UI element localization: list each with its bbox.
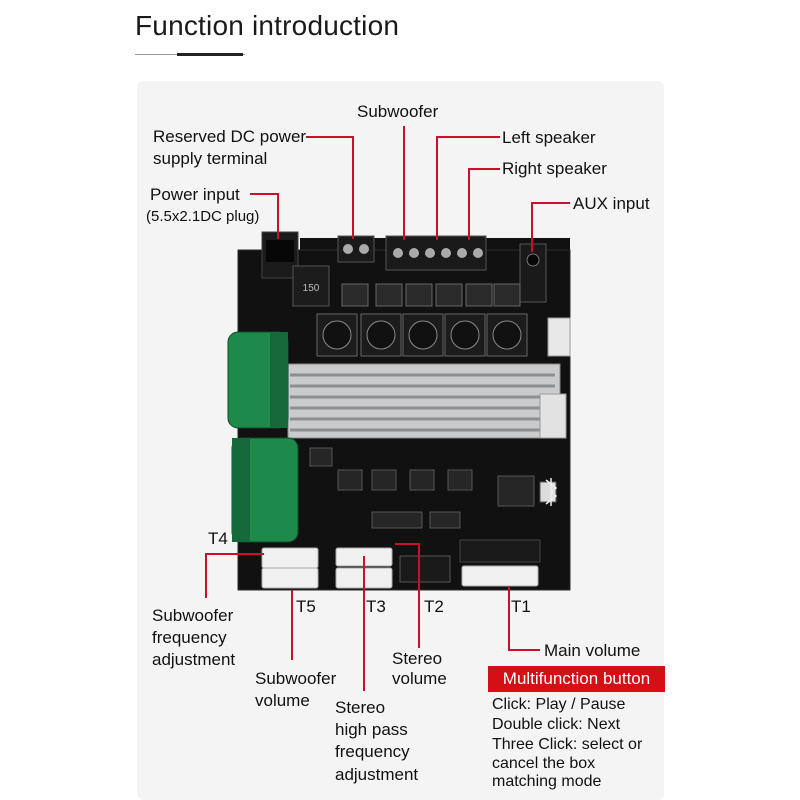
- label-power-input-line2: (5.5x2.1DC plug): [146, 208, 260, 225]
- label-reserved-dc-line2: supply terminal: [153, 149, 268, 168]
- label-t5: T5: [296, 597, 316, 616]
- label-stereo-hp-line3: frequency: [335, 742, 410, 761]
- t2-potentiometer: [399, 555, 451, 583]
- callout-right-speaker-h: [468, 168, 500, 170]
- callout-power-input-h: [250, 193, 278, 195]
- chip-row: [341, 283, 521, 307]
- inductor-row: [316, 313, 528, 357]
- label-left-speaker: Left speaker: [502, 128, 596, 147]
- desc-double-click: Double click: Next: [492, 716, 621, 733]
- label-sub-vol-line2: volume: [255, 691, 310, 710]
- callout-t1-h: [508, 649, 540, 651]
- callout-t4-v: [205, 553, 207, 598]
- callout-reserved-dc-h: [306, 136, 353, 138]
- label-aux-input: AUX input: [573, 194, 650, 213]
- capacitor-large-bottom: [231, 437, 299, 543]
- desc-three-click-line1: Three Click: select or: [492, 736, 643, 753]
- callout-t5-v: [291, 590, 293, 660]
- inductor-small: [292, 265, 330, 307]
- aux-jack: [519, 243, 547, 303]
- title-rule-accent: [177, 53, 243, 56]
- label-power-input-line1: Power input: [150, 185, 240, 204]
- multifunction-button-label: Multifunction button: [488, 666, 665, 692]
- label-stereo-hp-line4: adjustment: [335, 765, 419, 784]
- capacitor-large-top: [227, 331, 289, 429]
- label-main-volume: Main volume: [544, 641, 641, 660]
- inductor-small-marking: 150: [303, 283, 320, 294]
- callout-right-speaker-v: [468, 168, 470, 240]
- label-stereo-vol-line2: volume: [392, 669, 447, 688]
- callout-subwoofer-v: [403, 126, 405, 240]
- label-t3: T3: [366, 597, 386, 616]
- callout-power-input-v: [277, 193, 279, 239]
- desc-three-click-line3: matching mode: [492, 773, 602, 790]
- label-sub-freq-line1: Subwoofer: [152, 606, 234, 625]
- desc-three-click-line2: cancel the box: [492, 755, 596, 772]
- label-t1: T1: [511, 597, 531, 616]
- callout-t4-h: [206, 553, 264, 555]
- label-sub-vol-line1: Subwoofer: [255, 669, 337, 688]
- label-stereo-hp-line1: Stereo: [335, 698, 386, 717]
- label-reserved-dc-line1: Reserved DC power: [153, 127, 307, 146]
- callout-aux-h: [532, 202, 570, 204]
- page-title: Function introduction: [135, 10, 400, 41]
- callout-reserved-dc-v: [352, 136, 354, 239]
- callout-left-speaker-h: [436, 136, 500, 138]
- capacitor-small: [547, 317, 571, 357]
- label-stereo-vol-line1: Stereo: [392, 649, 443, 668]
- callout-t2-h: [395, 543, 419, 545]
- callout-t1-v: [508, 586, 510, 650]
- terminal-blocks: [337, 235, 487, 271]
- desc-click: Click: Play / Pause: [492, 696, 626, 713]
- label-t2: T2: [424, 597, 444, 616]
- label-t4: T4: [208, 529, 228, 548]
- callout-aux-v: [531, 202, 533, 252]
- callout-t2-v: [418, 543, 420, 648]
- label-sub-freq-line3: adjustment: [152, 650, 236, 669]
- callout-left-speaker-v: [436, 136, 438, 240]
- label-subwoofer: Subwoofer: [357, 102, 439, 121]
- label-sub-freq-line2: frequency: [152, 628, 227, 647]
- callout-t3-v: [363, 556, 365, 691]
- t1-connector-base: [459, 539, 541, 563]
- heatsink: [287, 363, 567, 439]
- bluetooth-logo-icon: [545, 478, 558, 506]
- label-right-speaker: Right speaker: [502, 159, 607, 178]
- label-stereo-hp-line2: high pass: [335, 720, 408, 739]
- dc-jack: [261, 231, 299, 279]
- lower-components: [309, 447, 557, 529]
